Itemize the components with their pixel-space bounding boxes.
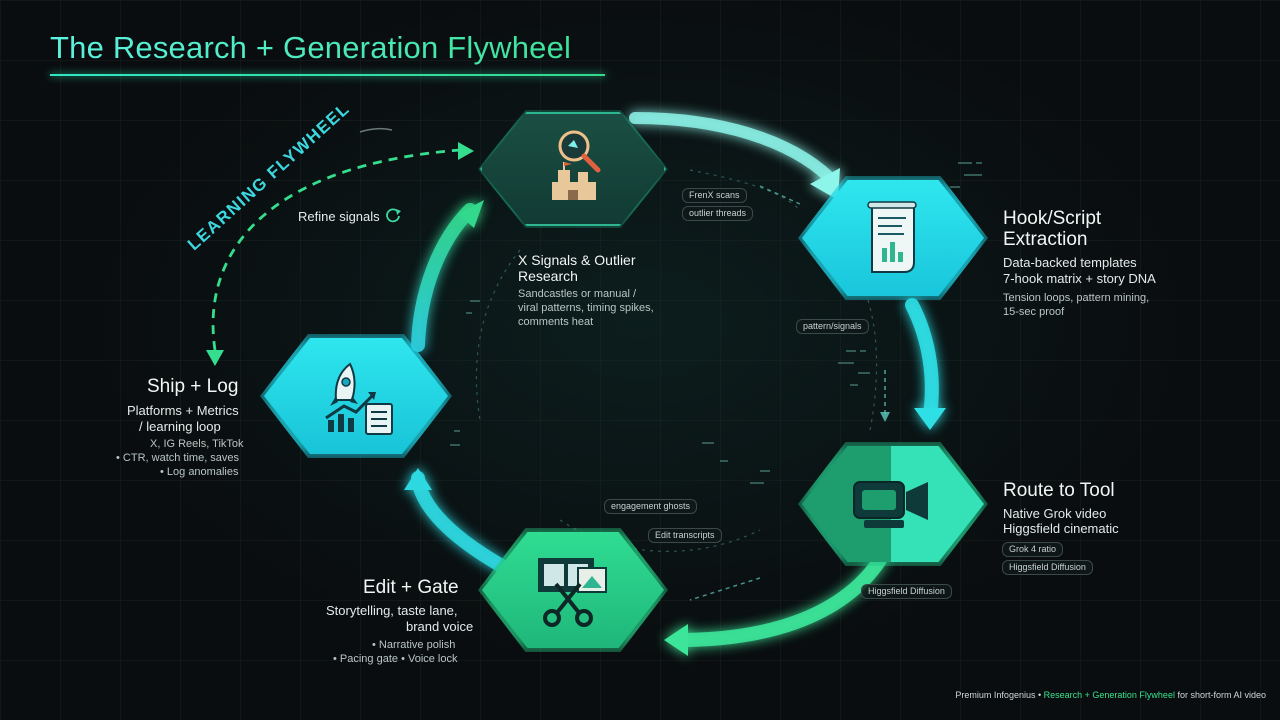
arrowhead-research	[458, 200, 484, 228]
ship-note-line3: • Log anomalies	[160, 466, 239, 478]
footer-credit: Premium Infogenius • Research + Generati…	[955, 690, 1266, 700]
hook-title-line2: Extraction	[1003, 229, 1088, 250]
footer-highlight: Research + Generation Flywheel	[1043, 690, 1175, 700]
footer-post: for short-form AI video	[1174, 690, 1266, 700]
hook-note-line2: 15-sec proof	[1003, 306, 1065, 318]
inner-dashed-ring	[475, 169, 878, 552]
arrow-route-to-edit	[673, 553, 887, 647]
research-desc-line1: Sandcastles or manual /	[518, 288, 637, 300]
rocket-chart-icon	[325, 362, 393, 435]
video-camera-icon	[853, 481, 928, 528]
edit-note-line1: • Narrative polish	[372, 639, 456, 651]
arrowhead-ship	[404, 468, 432, 490]
ship-note-line1: X, IG Reels, TikTok	[150, 438, 244, 450]
hook-desc-line2: 7-hook matrix + story DNA	[1003, 271, 1156, 286]
arrow-hook-to-route	[905, 298, 939, 422]
chip-outlier-threads: outlier threads	[682, 206, 754, 221]
chip-edit-transcripts: Edit transcripts	[648, 528, 722, 543]
edit-note-line2: • Pacing gate • Voice lock	[333, 653, 458, 665]
edit-desc-line1: Storytelling, taste lane,	[326, 603, 458, 618]
learning-arrowhead-bottom	[206, 350, 224, 366]
research-title-line1: X Signals & Outlier	[518, 252, 636, 268]
chip-pattern-signals: pattern/signals	[796, 319, 869, 334]
chip-grok-ratio: Grok 4 ratio	[1002, 542, 1064, 557]
research-desc-line2: viral patterns, timing spikes,	[518, 302, 654, 314]
hook-note-line1: Tension loops, pattern mining,	[1003, 292, 1150, 304]
research-desc-line3: comments heat	[518, 316, 594, 328]
script-scroll-icon	[867, 201, 917, 273]
footer-pre: Premium Infogenius •	[955, 690, 1044, 700]
chip-frenx-scans: FrenX scans	[682, 188, 747, 203]
arrowhead-route	[914, 408, 946, 430]
route-desc-line2: Higgsfield cinematic	[1003, 521, 1119, 536]
ship-desc-line1: Platforms + Metrics	[127, 403, 239, 418]
hook-title-line1: Hook/Script	[1003, 208, 1102, 229]
refine-signals-label: Refine signals	[298, 209, 380, 224]
chip-higgsfield-diffusion: Higgsfield Diffusion	[1002, 560, 1093, 575]
chip-engagement-ghosts: engagement ghosts	[604, 499, 698, 514]
hook-desc-line1: Data-backed templates	[1003, 255, 1137, 270]
learning-flywheel-arc	[211, 148, 461, 351]
arrow-ship-to-research	[411, 203, 477, 352]
title-underline	[50, 74, 605, 76]
ship-desc-line2: / learning loop	[139, 419, 221, 434]
arrowhead-hook	[810, 168, 840, 200]
ship-title: Ship + Log	[147, 376, 239, 397]
ship-note-line2: • CTR, watch time, saves	[116, 452, 240, 464]
route-desc-line1: Native Grok video	[1003, 506, 1107, 521]
edit-desc-line2: brand voice	[406, 619, 474, 634]
arrowhead-edit	[664, 624, 688, 656]
scissors-film-icon	[538, 558, 607, 627]
edit-title: Edit + Gate	[363, 577, 459, 598]
chip-higgsfield-diffusion-lower: Higgsfield Diffusion	[861, 584, 952, 599]
page-title: The Research + Generation Flywheel	[50, 30, 572, 65]
route-title: Route to Tool	[1003, 480, 1115, 501]
magnifier-sandcastle-icon	[552, 130, 601, 200]
research-title-line2: Research	[518, 268, 578, 284]
refresh-icon	[386, 208, 401, 223]
research-node	[480, 112, 666, 226]
arrow-research-to-hook	[629, 112, 836, 184]
learning-arrowhead-top	[458, 142, 474, 160]
